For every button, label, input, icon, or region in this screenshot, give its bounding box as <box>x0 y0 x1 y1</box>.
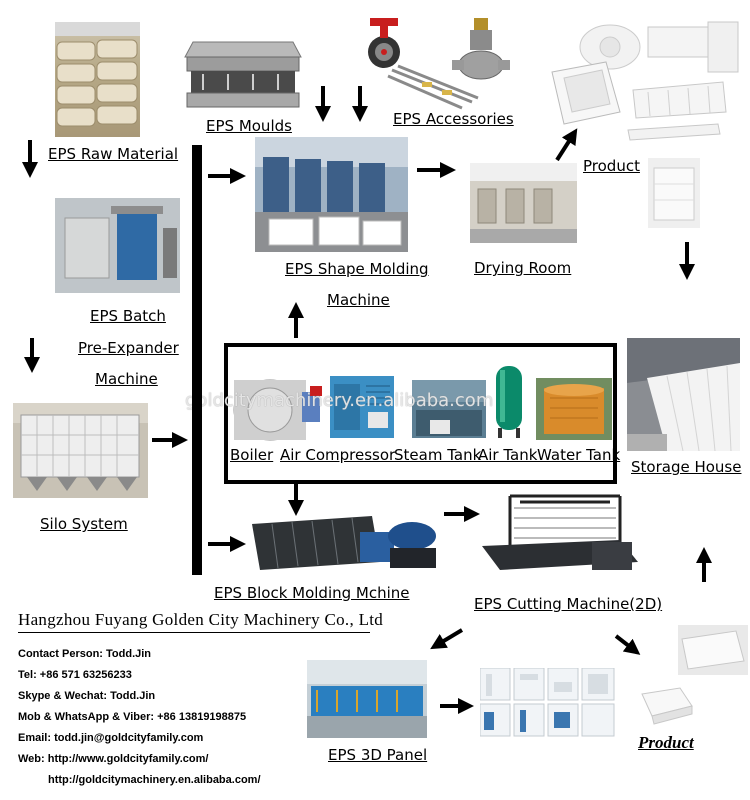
label-batch-1: EPS Batch <box>90 307 166 325</box>
cutting-machine-photo <box>480 488 640 580</box>
label-air-compressor: Air Compressor <box>280 446 396 464</box>
cooling-tower-icon <box>536 378 612 440</box>
air-tank-icon <box>496 366 522 438</box>
label-storage-house: Storage House <box>631 458 742 476</box>
water-tank-photo <box>536 378 612 440</box>
sacks-icon <box>55 22 140 127</box>
boiler-icon <box>233 379 322 441</box>
arrow-to-product-bottom <box>614 634 641 655</box>
label-block-molding: EPS Block Molding Mchine <box>214 584 410 602</box>
storage-house-photo <box>627 338 740 451</box>
valve-icon <box>368 18 510 110</box>
silo-photo <box>13 403 148 498</box>
product-bottom-photo-1 <box>678 625 748 675</box>
label-silo: Silo System <box>40 515 128 533</box>
foam-slab-icon <box>681 630 745 670</box>
label-panel-3d: EPS 3D Panel <box>328 746 428 764</box>
label-moulds: EPS Moulds <box>206 117 292 135</box>
air-compressor-photo <box>330 376 394 438</box>
silo-icon <box>13 403 148 491</box>
accessories-photo <box>362 10 522 110</box>
arrow-to-product <box>555 128 578 162</box>
panel-machine-icon <box>307 660 427 738</box>
contact-skype: Skype & Wechat: Todd.Jin <box>18 690 156 702</box>
product-top-photo <box>548 12 748 147</box>
panel-products-grid <box>480 668 615 738</box>
auxiliary-equipment-box <box>224 343 617 484</box>
contact-web[interactable]: Web: http://www.goldcityfamily.com/ <box>18 753 209 765</box>
contact-email: Email: todd.jin@goldcityfamily.com <box>18 732 204 744</box>
label-drying-room: Drying Room <box>474 259 572 277</box>
product-block-photo <box>648 158 700 228</box>
mould-icon <box>184 41 302 108</box>
arrow-to-panel <box>430 628 464 650</box>
product-bottom-photo-2 <box>640 684 695 726</box>
block-molding-photo <box>252 512 437 570</box>
label-cutting-machine: EPS Cutting Machine(2D) <box>474 595 663 613</box>
contact-tel: Tel: +86 571 63256233 <box>18 669 132 681</box>
moulds-photo <box>183 22 303 114</box>
label-shape-molding-1: EPS Shape Molding <box>285 260 429 278</box>
foam-block-icon <box>653 167 695 221</box>
contact-person: Contact Person: Todd.Jin <box>18 648 152 660</box>
main-flow-bar <box>192 145 202 575</box>
label-product-bottom: Product <box>638 733 694 752</box>
drying-room-photo <box>470 163 577 243</box>
label-air-tank: Air Tank <box>478 446 538 464</box>
air-tank-photo <box>492 362 526 440</box>
label-batch-2: Pre-Expander <box>78 339 179 357</box>
warehouse-icon <box>627 338 740 451</box>
label-steam-tank: Steam Tank <box>394 446 482 464</box>
block-machine-icon <box>252 516 436 570</box>
label-raw-material: EPS Raw Material <box>48 145 179 163</box>
boiler-photo <box>230 370 325 445</box>
contact-mob: Mob & WhatsApp & Viber: +86 13819198875 <box>18 711 247 723</box>
company-divider <box>18 632 370 633</box>
shape-machine-icon <box>255 137 408 252</box>
foam-step-icon <box>641 687 693 725</box>
label-boiler: Boiler <box>230 446 274 464</box>
panel-products-icon <box>480 668 615 737</box>
label-product-top: Product <box>583 157 640 175</box>
cutting-machine-icon <box>482 494 638 570</box>
company-name: Hangzhou Fuyang Golden City Machinery Co… <box>18 610 384 629</box>
raw-material-photo <box>55 22 140 137</box>
label-accessories: EPS Accessories <box>393 110 514 128</box>
label-batch-3: Machine <box>95 370 158 388</box>
shape-molding-photo <box>255 137 408 252</box>
watermark-text: goldcitymachinery.en.alibaba.com <box>185 390 494 411</box>
label-water-tank: Water Tank <box>537 446 621 464</box>
batch-expander-photo <box>55 198 180 293</box>
expander-icon <box>55 198 180 293</box>
label-shape-molding-2: Machine <box>327 291 390 309</box>
drying-room-icon <box>470 163 577 243</box>
foam-product-icon <box>551 21 739 141</box>
compressor-icon <box>330 376 394 438</box>
steam-tank-icon <box>412 380 486 438</box>
contact-alibaba[interactable]: http://goldcitymachinery.en.alibaba.com/ <box>48 774 261 786</box>
steam-tank-photo <box>412 380 486 438</box>
panel-3d-photo <box>307 660 427 738</box>
